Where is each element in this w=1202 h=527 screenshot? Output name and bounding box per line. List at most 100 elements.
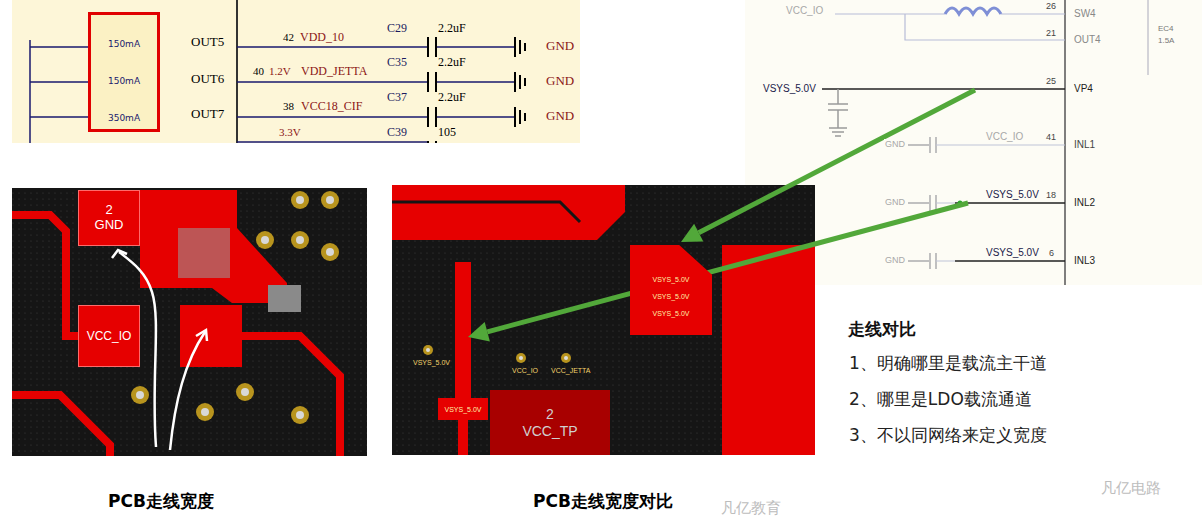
schematic-excerpt-right [908,137,936,269]
ground-label: GND [545,74,575,89]
pcb-layout-left [131,386,149,404]
schematic-excerpt-left [236,0,238,143]
pin-number: 26 [1045,1,1057,11]
pcb-layout-left [326,196,334,204]
power-pad: VSYS_5.0V VSYS_5.0V VSYS_5.0V [630,245,712,335]
schematic-excerpt-left [12,0,580,143]
pad-label: 2 [546,406,554,423]
pcb-layout-right [455,262,471,402]
pcb-layout-right [458,418,468,455]
pin-name: OUT7 [190,107,225,122]
via-label: VCC_IO [511,367,539,375]
pin-number: 41 [1045,132,1057,142]
pcb-layout-left [326,248,334,256]
pcb-layout-left [261,236,269,244]
via-label: VSYS_5.0V [412,359,451,367]
pcb-panel: PCB走线宽度2GNDVCC_IO [12,188,367,456]
value-label: 2.2uF [437,91,467,105]
schematic-excerpt-left [515,37,525,127]
pad-net-label: VSYS_5.0V [653,276,690,283]
callout-arrows [468,90,975,342]
ground-label: GND [884,255,906,265]
pin-name: INL2 [1073,197,1096,209]
schematic-excerpt-right [835,14,1065,40]
gnd-pad: 2GND [78,190,140,246]
pcb-layout-right [722,245,815,455]
net-label: VSYS_5.0V [762,83,817,95]
pcb-layout-left [136,196,334,419]
figure-caption: PCB走线宽度对比 [533,490,673,513]
note-item: 3、不以同网络来定义宽度 [848,426,1048,446]
copper-area: 2VCC_TP [490,390,610,455]
part-label: EC4 [1157,24,1175,33]
ground-label: GND [884,139,906,149]
pcb-layout-left [196,330,207,341]
pad-label: GND [95,218,124,233]
pad-label: VCC_TP [522,423,577,440]
pad-net-label: VSYS_5.0V [445,406,482,413]
watermark: 凡亿电路 [1100,480,1162,497]
figure-caption: PCB走线宽度 [108,490,214,513]
pcb-layout-left [291,406,309,424]
value-label: 2.2uF [437,22,467,36]
pcb-layout-right [392,185,625,240]
ref-designator: C39 [386,126,408,140]
pin-number: 38 [282,100,295,113]
pcb-layout-left [236,383,254,401]
value-label: 2.2uF [437,56,467,70]
pad-label: 2 [105,203,112,218]
pcb-layout-left [78,190,287,303]
callout-arrows [468,322,490,341]
schematic-excerpt-right [1148,0,1149,75]
pcb-layout-left [201,408,209,416]
pad-net-label: VSYS_5.0V [653,310,690,317]
vcc-pad: VCC_IO [78,305,140,367]
schematic-excerpt-right [1064,0,1066,285]
schematic-excerpt-left [30,40,88,143]
pcb-layout-left [180,305,242,367]
pin-name: INL1 [1073,139,1096,151]
net-label: VDD_JETTA [300,65,368,79]
schematic-excerpt-left [237,47,515,142]
pin-number: 6 [1048,248,1055,258]
pin-name: OUT4 [1073,34,1102,46]
pad-label: VCC_IO [87,329,132,343]
pcb-layout-left [136,391,144,399]
schematic-excerpt-right [828,89,848,136]
pin-number: 25 [1045,76,1057,86]
net-label: VCC_IO [985,131,1024,143]
pcb-layout-left [241,388,249,396]
pcb-layout-left [268,285,301,312]
ground-label: GND [884,197,906,207]
pad-net-label: VSYS_5.0V [653,293,690,300]
part-label: 1.5A [1157,36,1175,45]
ground-label: GND [545,109,575,124]
schematic-excerpt-left [12,0,580,143]
current-value: 150mA [108,76,140,86]
callout-arrows [487,203,968,332]
watermark: 凡亿教育 [720,500,782,517]
ref-designator: C35 [386,56,408,70]
schematic-excerpt-left [428,37,436,143]
pcb-layout-right [564,356,568,360]
trace-pad: VSYS_5.0V [438,398,488,420]
current-value: 350mA [108,113,140,123]
pin-name: SW4 [1073,8,1097,20]
schematic-excerpt-right [822,88,1065,90]
pcb-layout-left [12,188,367,456]
pcb-layout-right [519,356,523,360]
callout-arrows [681,224,703,242]
pcb-layout-right [561,353,571,363]
pcb-panel: PCB走线宽度对比VSYS_5.0VVSYS_5.0VVSYS_5.0VVSYS… [392,185,815,455]
pcb-layout-right [392,185,815,455]
pcb-layout-left [256,231,274,249]
pin-number: 18 [1045,190,1057,200]
pcb-layout-right [426,348,568,360]
schematic-excerpt-right [955,203,1065,261]
net-label: 3.3V [278,126,302,139]
current-value: 150mA [108,39,140,49]
pcb-layout-left [291,231,309,249]
pcb-layout-right [392,202,580,222]
net-label: VDD_10 [299,31,345,45]
